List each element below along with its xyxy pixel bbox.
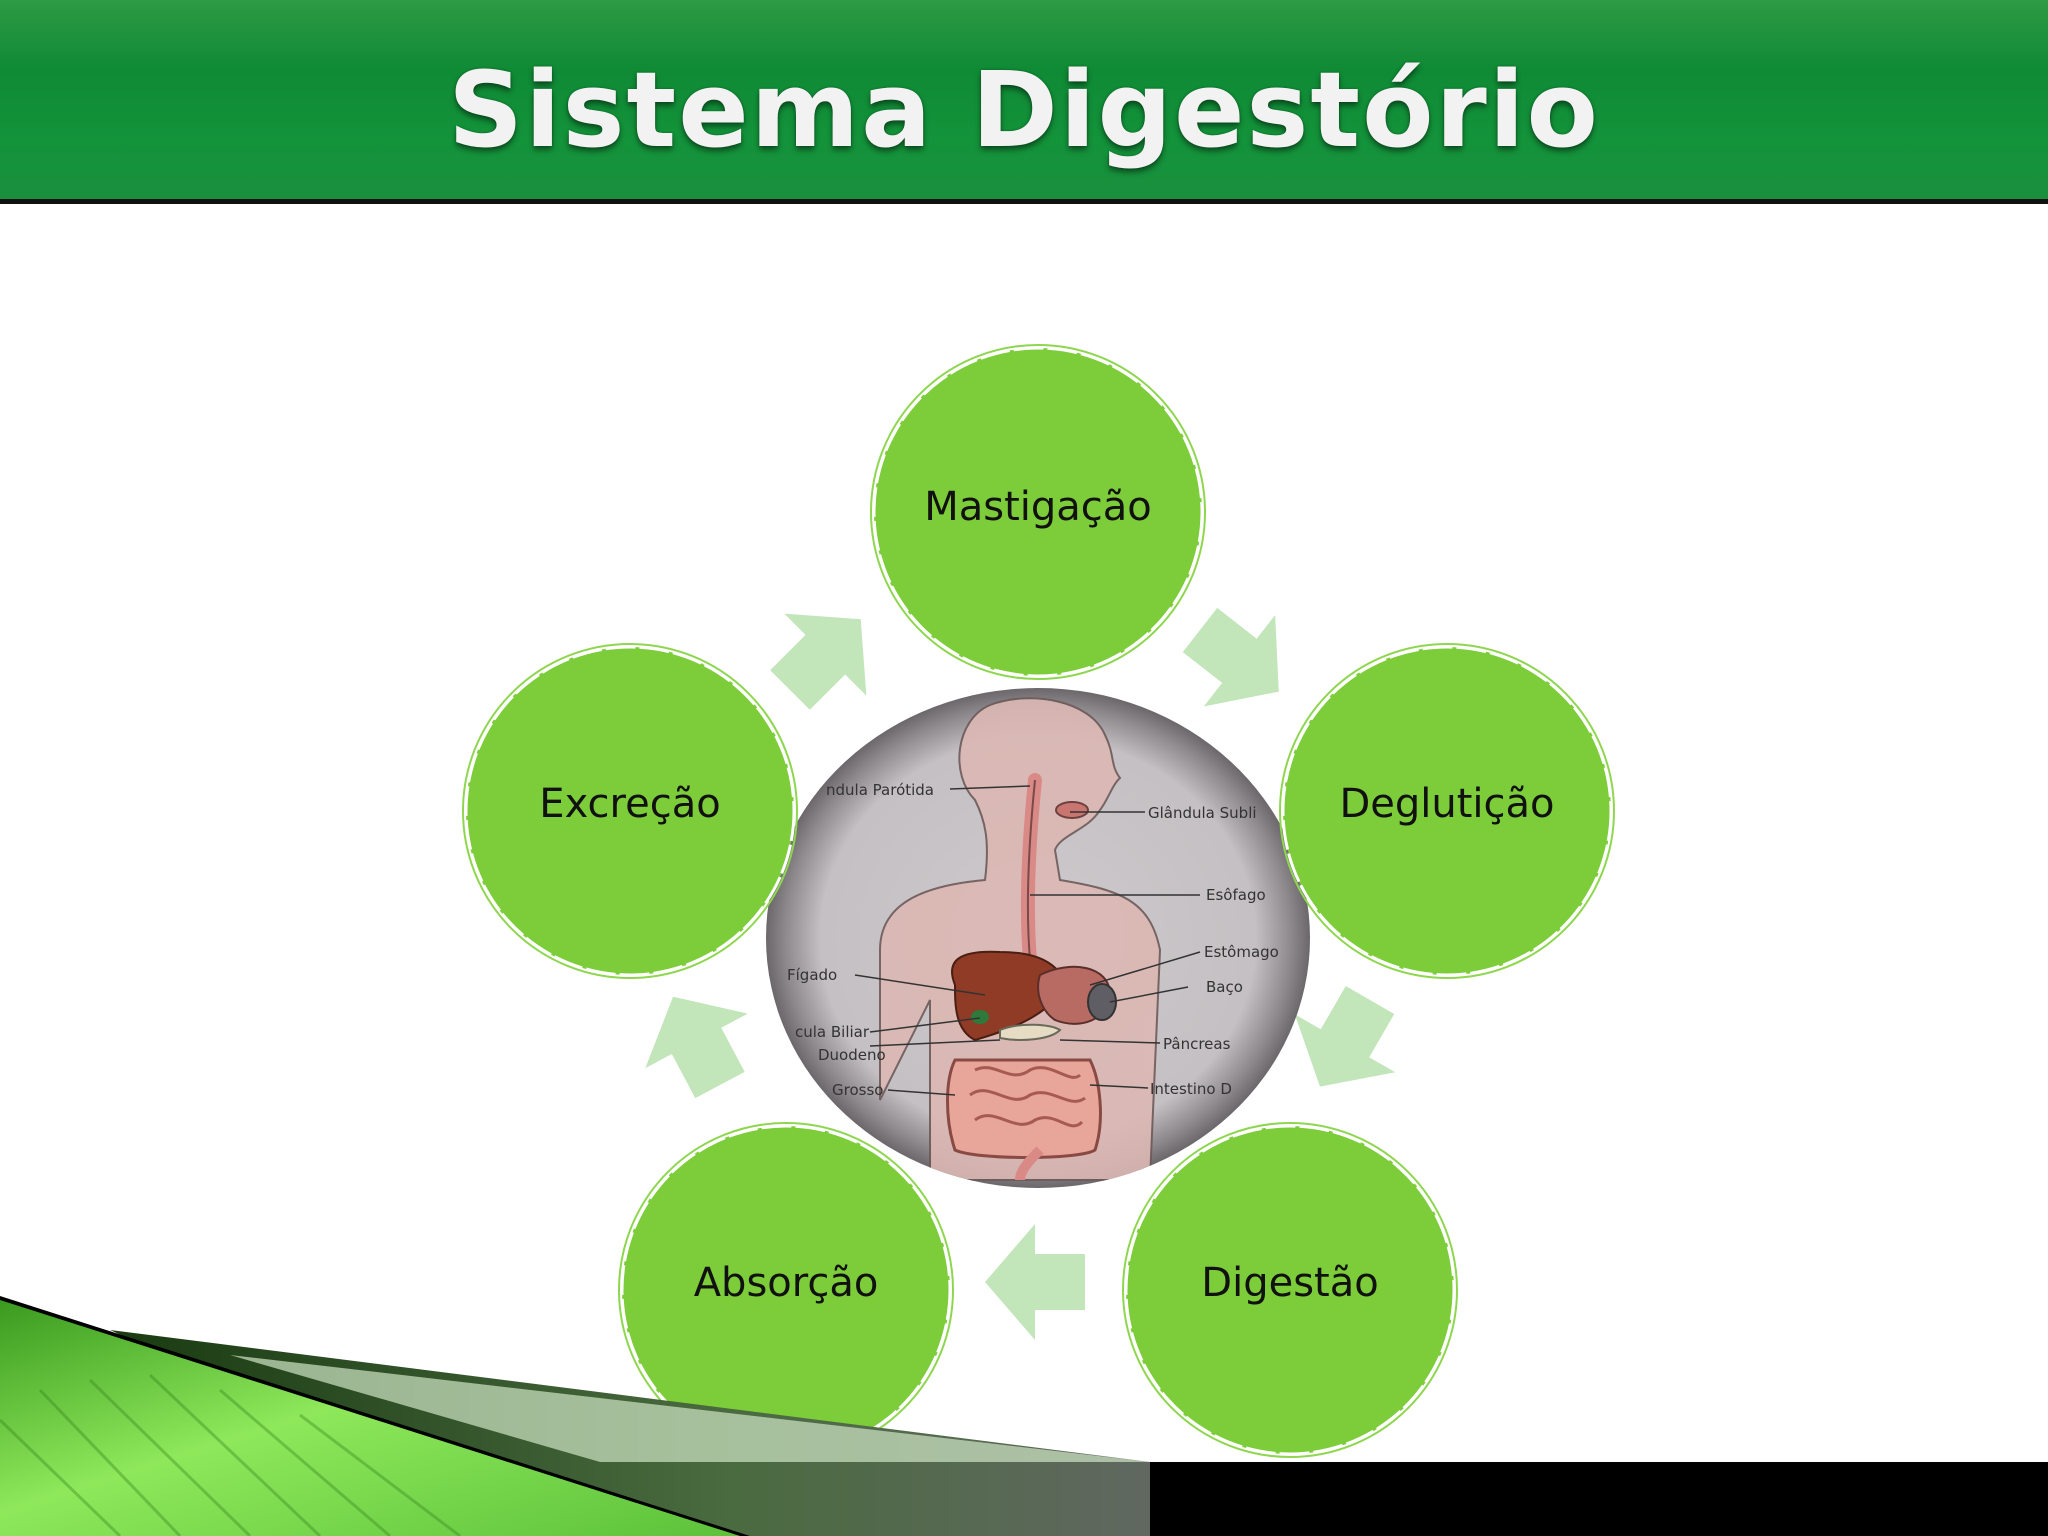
- small-intestine: [969, 1066, 1086, 1128]
- slide-title: Sistema Digestório: [448, 49, 1600, 171]
- step-label: Absorção: [694, 1260, 879, 1306]
- title-banner: [0, 0, 2048, 200]
- cycle-step-excrecao: Excreção: [462, 643, 798, 979]
- label-pancreas: Pâncreas: [1163, 1035, 1231, 1053]
- arrow-degluticao-to-digestao: [1294, 986, 1396, 1087]
- arrow-excrecao-to-mastigacao: [770, 613, 867, 710]
- cycle-step-digestao: Digestão: [1122, 1122, 1458, 1458]
- label-estomago: Estômago: [1204, 943, 1279, 961]
- step-label: Deglutição: [1339, 781, 1554, 827]
- title-divider: [0, 199, 2048, 204]
- arrow-absorcao-to-excrecao: [645, 996, 748, 1099]
- step-label: Mastigação: [924, 484, 1152, 530]
- digestive-system-illustration: ndula Parótida Glândula Subli Esôfago Es…: [766, 688, 1310, 1188]
- label-figado: Fígado: [787, 966, 837, 984]
- cycle-step-mastigacao: Mastigação: [870, 344, 1206, 680]
- cycle-step-degluticao: Deglutição: [1279, 643, 1615, 979]
- label-vesicula: cula Biliar: [795, 1023, 870, 1041]
- cycle-arrows: [645, 607, 1396, 1340]
- cycle-step-absorcao: Absorção: [618, 1122, 954, 1458]
- label-delgado: Intestino D: [1150, 1080, 1232, 1098]
- label-baco: Baço: [1206, 978, 1243, 996]
- label-grosso: Grosso: [832, 1081, 883, 1099]
- arrow-mastigacao-to-degluticao: [1182, 607, 1279, 707]
- label-duodeno: Duodeno: [818, 1046, 886, 1064]
- label-sublingual: Glândula Subli: [1148, 804, 1257, 822]
- label-esofago: Esôfago: [1206, 886, 1266, 904]
- step-label: Excreção: [539, 781, 720, 827]
- step-label: Digestão: [1201, 1260, 1378, 1306]
- arrow-digestao-to-absorcao: [985, 1224, 1085, 1340]
- label-parotida: ndula Parótida: [826, 781, 934, 799]
